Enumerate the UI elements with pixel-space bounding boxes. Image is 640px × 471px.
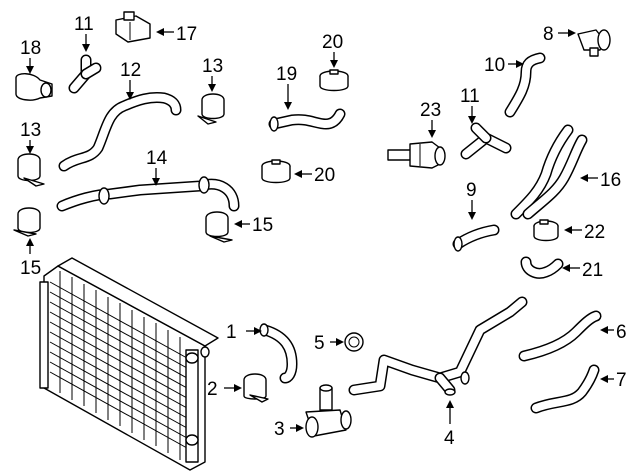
part-15-clamp-a xyxy=(13,207,41,237)
part-11-tee-connector xyxy=(460,122,512,160)
part-19-hose xyxy=(268,108,346,132)
callout-20b: 20 xyxy=(314,165,335,186)
callout-15a: 15 xyxy=(20,258,41,279)
callout-23: 23 xyxy=(420,100,441,121)
part-2-clamp xyxy=(243,373,269,403)
part-11-connector-a xyxy=(68,54,102,94)
callout-18: 18 xyxy=(20,38,41,59)
callout-11a: 11 xyxy=(74,14,94,35)
callout-13b: 13 xyxy=(202,56,223,77)
part-8-valve xyxy=(577,29,611,57)
part-13-clamp-b xyxy=(197,93,225,125)
part-5-o-ring xyxy=(344,332,364,352)
callout-19: 19 xyxy=(276,64,297,85)
part-20-clamp-b xyxy=(261,159,291,184)
part-21-hose xyxy=(520,256,564,279)
part-9-hose xyxy=(452,224,500,252)
callout-5: 5 xyxy=(314,333,325,354)
part-16-double-hose xyxy=(510,124,588,220)
part-15-clamp-b xyxy=(205,211,233,243)
part-6-hose xyxy=(518,310,602,362)
radiator xyxy=(39,257,219,471)
part-23-sensor xyxy=(387,141,446,169)
part-17-sensor xyxy=(115,11,151,43)
part-12-hose xyxy=(58,92,182,172)
callout-13a: 13 xyxy=(20,120,41,141)
callout-22: 22 xyxy=(584,222,605,243)
part-14-hose xyxy=(56,176,240,212)
part-18-cap xyxy=(15,73,53,101)
callout-8: 8 xyxy=(543,24,554,45)
callout-12: 12 xyxy=(120,60,141,81)
part-20-clamp-a xyxy=(319,69,349,92)
callout-1: 1 xyxy=(226,322,237,343)
part-7-hose xyxy=(530,364,600,414)
callout-15b: 15 xyxy=(252,215,273,236)
callout-21: 21 xyxy=(582,260,603,281)
callout-14: 14 xyxy=(146,148,168,169)
part-13-clamp-a xyxy=(17,153,45,187)
callout-2: 2 xyxy=(207,379,218,400)
callout-16: 16 xyxy=(600,170,621,191)
part-1-hose xyxy=(259,323,298,384)
part-3-thermostat-housing xyxy=(305,384,352,438)
callout-7: 7 xyxy=(616,370,627,391)
callout-11b: 11 xyxy=(460,86,480,107)
callout-10: 10 xyxy=(484,55,505,76)
callout-20a: 20 xyxy=(322,32,343,53)
callout-17: 17 xyxy=(176,24,197,45)
part-10-hose xyxy=(504,52,546,118)
callout-6: 6 xyxy=(616,322,627,343)
part-4-coolant-pipe xyxy=(348,296,528,396)
callout-4: 4 xyxy=(444,428,455,449)
part-22-clamp xyxy=(533,219,559,242)
callout-3: 3 xyxy=(274,419,285,440)
callout-9: 9 xyxy=(466,180,477,201)
